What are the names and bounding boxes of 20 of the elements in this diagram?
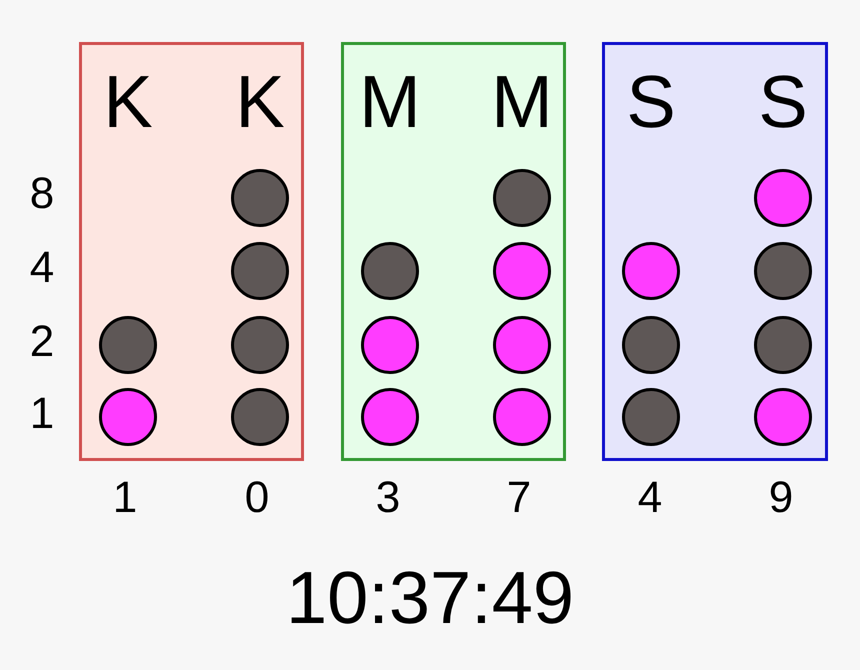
- unit-letter: K: [102, 65, 154, 139]
- digit-group-panel: [602, 42, 828, 461]
- bit-weight-label: 4: [28, 246, 56, 290]
- unit-letter: M: [490, 65, 554, 139]
- digit-value-label: 0: [244, 476, 270, 520]
- digit-value-label: 3: [374, 476, 402, 520]
- digit-value-label: 4: [636, 476, 664, 520]
- unit-letter: S: [625, 65, 677, 139]
- digit-group-panel: [341, 42, 566, 461]
- unit-letter: M: [358, 65, 422, 139]
- digit-value-label: 7: [506, 476, 532, 520]
- unit-letter: S: [757, 65, 809, 139]
- digit-value-label: 9: [768, 476, 794, 520]
- bit-weight-label: 8: [28, 172, 56, 216]
- digit-value-label: 1: [112, 476, 138, 520]
- digit-group-panel: [79, 42, 304, 461]
- time-caption: 10:37:49: [284, 561, 576, 635]
- unit-letter: K: [234, 65, 286, 139]
- bit-weight-label: 2: [28, 320, 56, 364]
- bit-weight-label: 1: [28, 392, 56, 436]
